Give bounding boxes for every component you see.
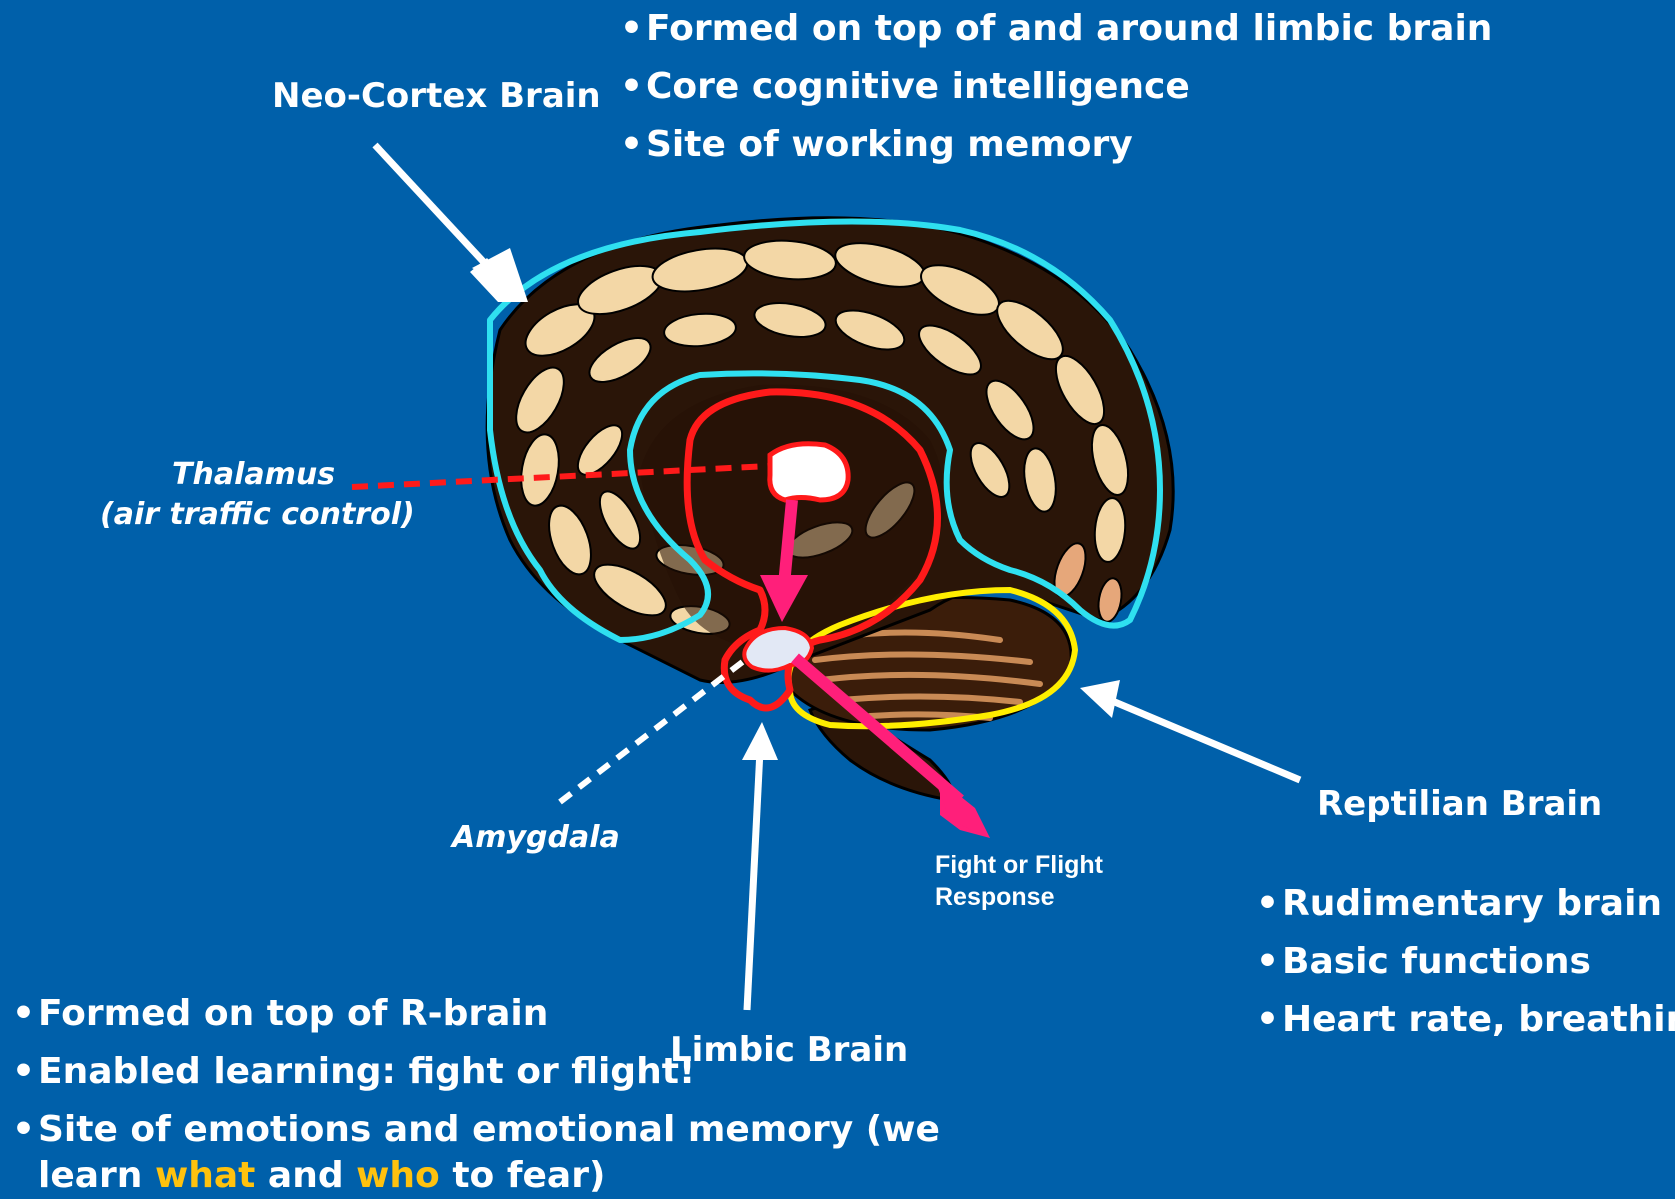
limbic-arrow [742,722,778,1010]
reptilian-label: Reptilian Brain [1317,784,1602,824]
list-item: Site of emotions and emotional memory (w… [10,1101,940,1199]
neocortex-bullets: Formed on top of and around limbic brain… [618,0,1492,174]
thalamus-label: Thalamus [172,457,335,492]
amygdala-pointer [560,660,745,802]
thalamus-blob [770,444,848,500]
limbic-bullets: Formed on top of R-brain Enabled learnin… [10,985,940,1199]
fight-flight-line1: Fight or Flight [935,849,1103,881]
limbic-bullet3-line1: Site of emotions and emotional memory (w… [38,1109,940,1150]
highlight-what: what [155,1155,255,1196]
list-item: Enabled learning: fight or flight! [10,1043,940,1101]
amygdala-label: Amygdala [452,820,620,855]
list-item: Heart rate, breathing [1254,991,1675,1049]
reptilian-bullets: Rudimentary brain Basic functions Heart … [1254,875,1675,1049]
limbic-bullet3-and: and [268,1155,344,1196]
highlight-who: who [356,1155,440,1196]
list-item: Core cognitive intelligence [618,58,1492,116]
reptilian-arrow [1080,680,1300,780]
limbic-bullet3-learn: learn [38,1155,142,1196]
neocortex-arrow [375,145,528,302]
list-item: Site of working memory [618,116,1492,174]
neocortex-label: Neo-Cortex Brain [272,76,601,116]
list-item: Formed on top of R-brain [10,985,940,1043]
limbic-bullet3-fear: to fear) [452,1155,605,1196]
list-item: Formed on top of and around limbic brain [618,0,1492,58]
thalamus-sublabel: (air traffic control) [100,497,415,532]
list-item: Basic functions [1254,933,1675,991]
fight-flight-line2: Response [935,881,1103,913]
fight-flight-label: Fight or Flight Response [935,849,1103,913]
list-item: Rudimentary brain [1254,875,1675,933]
